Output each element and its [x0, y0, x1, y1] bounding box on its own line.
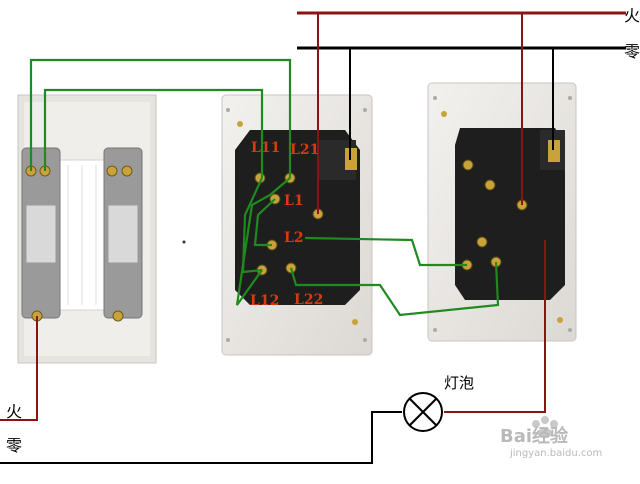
rail-label-neutral-bottom: 零 — [6, 436, 23, 455]
terminal-label-l1: L1 — [284, 193, 304, 209]
live-wire-bottom — [0, 240, 546, 421]
watermark-paw-icon — [532, 416, 558, 438]
watermark-brand: Bai经验 — [500, 426, 569, 447]
lamp-symbol — [403, 392, 443, 432]
rail-label-live-bottom: 火 — [6, 402, 23, 421]
terminal-label-l22: L22 — [294, 292, 324, 308]
terminal-label-l11: L11 — [251, 140, 281, 156]
lamp-label: 灯泡 — [444, 374, 475, 392]
rail-label-neutral-top: 零 — [624, 42, 640, 61]
plate-middle — [221, 94, 373, 356]
watermark-url: jingyan.baidu.com — [510, 448, 603, 459]
rail-label-live-top: 火 — [624, 6, 640, 25]
switch-wires — [29, 58, 500, 317]
terminal-label-l12: L12 — [250, 293, 280, 309]
terminal-label-l21: L21 — [290, 142, 320, 158]
terminal-label-l2: L2 — [284, 230, 304, 246]
neutral-wire-bottom — [0, 411, 402, 464]
live-drops — [317, 13, 523, 214]
switch-body-left — [17, 94, 157, 364]
plate-right — [427, 82, 577, 342]
neutral-drops — [349, 48, 554, 160]
